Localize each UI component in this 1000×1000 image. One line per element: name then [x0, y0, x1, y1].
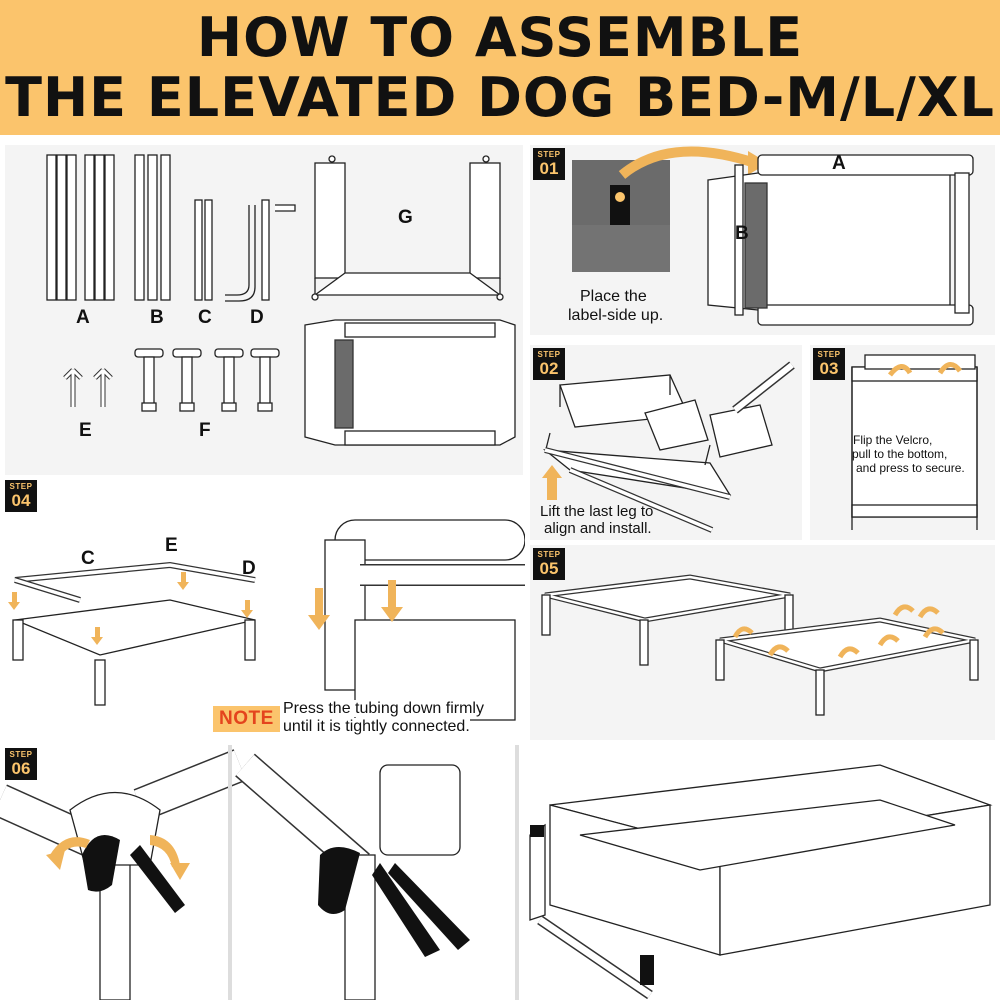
part-label-f: F — [199, 420, 211, 441]
step-06-illustration — [0, 745, 993, 1000]
part-label-c: C — [198, 307, 212, 328]
step-02-caption-line-1: Lift the last leg to — [540, 503, 654, 520]
step-01-label-a: A — [832, 153, 846, 174]
step-04-label-c: C — [81, 548, 95, 569]
step-03-caption-line-1: Flip the Velcro, — [853, 433, 933, 447]
step-01-label-b: B — [735, 223, 749, 244]
step-04-label-d: D — [242, 558, 256, 579]
note-badge: NOTE — [213, 706, 280, 732]
step-02-caption-line-2: align and install. — [544, 520, 652, 537]
note-line-1: Press the tubing down firmly — [283, 700, 484, 717]
part-label-b: B — [150, 307, 164, 328]
step-01-caption-line-1: Place the — [580, 288, 647, 305]
step-03-illustration — [851, 354, 978, 530]
part-label-a: A — [76, 307, 90, 328]
step-01-illustration — [572, 146, 974, 326]
parts-illustration — [46, 154, 516, 446]
step-04-label-e: E — [165, 535, 178, 556]
step-01-caption-line-2: label-side up. — [568, 307, 664, 324]
title-line-1: HOW TO ASSEMBLE — [196, 6, 804, 69]
page-header: HOW TO ASSEMBLE THE ELEVATED DOG BED-M/L… — [0, 0, 1000, 135]
step-03-caption-line-3: and press to secure. — [856, 461, 965, 475]
step-05-illustration — [541, 574, 979, 716]
step-03-caption-line-2: pull to the bottom, — [852, 447, 948, 461]
part-label-g: G — [398, 207, 413, 228]
title-line-2: THE ELEVATED DOG BED-M/L/XL — [5, 66, 995, 129]
part-label-e: E — [79, 420, 92, 441]
part-label-d: D — [250, 307, 264, 328]
parts-panel: A B C D E F G — [5, 145, 523, 475]
note-line-2: until it is tightly connected. — [283, 718, 470, 735]
step-04-illustration — [8, 519, 525, 721]
step-02-illustration — [542, 361, 795, 533]
